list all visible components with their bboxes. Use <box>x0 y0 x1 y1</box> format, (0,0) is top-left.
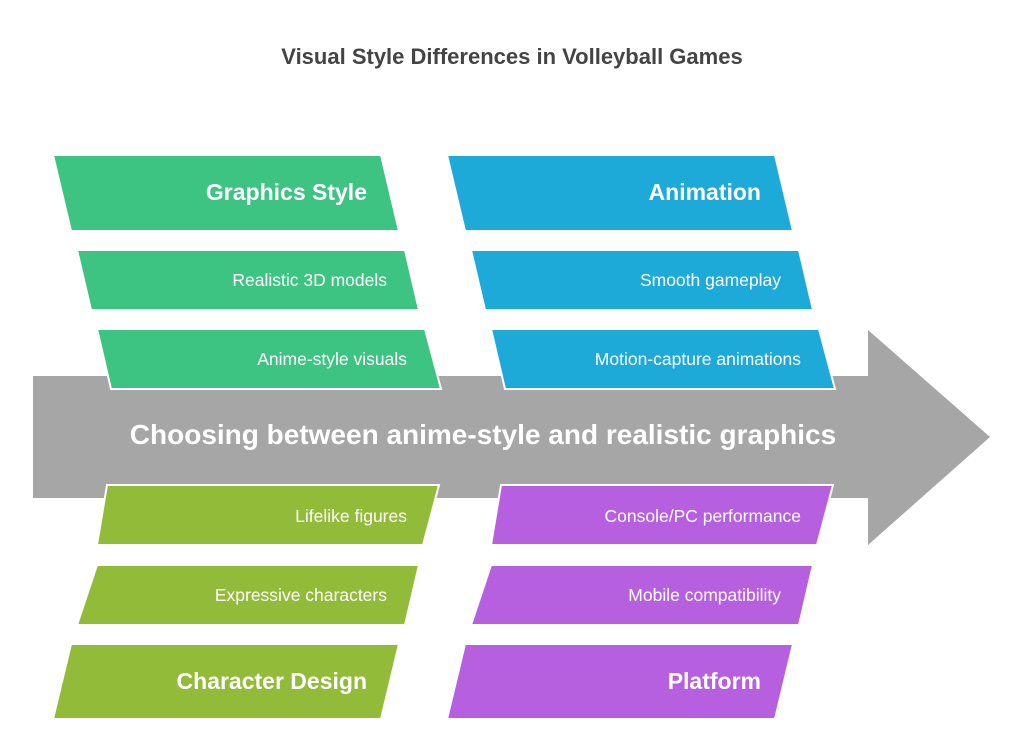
platform-header: Platform <box>667 668 761 694</box>
animation-item-1-shape <box>469 249 815 311</box>
character-item-1: Lifelike figures <box>295 506 407 526</box>
platform-item-1-shape <box>489 484 835 546</box>
graphics-style-header: Graphics Style <box>205 179 367 205</box>
animation-header: Animation <box>648 179 761 205</box>
platform-header-shape <box>445 643 795 720</box>
animation-header-shape <box>445 154 795 232</box>
graphics-item-1: Realistic 3D models <box>232 270 387 290</box>
platform-item-2-shape <box>469 564 815 626</box>
platform-item-1: Console/PC performance <box>604 506 801 526</box>
character-design-header: Character Design <box>176 668 367 694</box>
graphics-style-header-shape <box>51 154 401 232</box>
character-item-1-shape <box>95 484 441 546</box>
graphics-item-1-shape <box>75 249 421 311</box>
character-item-2: Expressive characters <box>214 585 387 605</box>
animation-item-2: Motion-capture animations <box>594 349 801 369</box>
character-item-2-shape <box>75 564 421 626</box>
platform-item-2: Mobile compatibility <box>628 585 781 605</box>
animation-item-1: Smooth gameplay <box>639 270 781 290</box>
graphics-item-2-shape <box>95 328 443 390</box>
graphics-item-2: Anime-style visuals <box>257 349 407 369</box>
animation-item-2-shape <box>489 328 837 390</box>
diagram-title: Visual Style Differences in Volleyball G… <box>281 44 743 69</box>
character-design-header-shape <box>51 643 401 720</box>
central-arrow-label: Choosing between anime-style and realist… <box>129 419 837 450</box>
